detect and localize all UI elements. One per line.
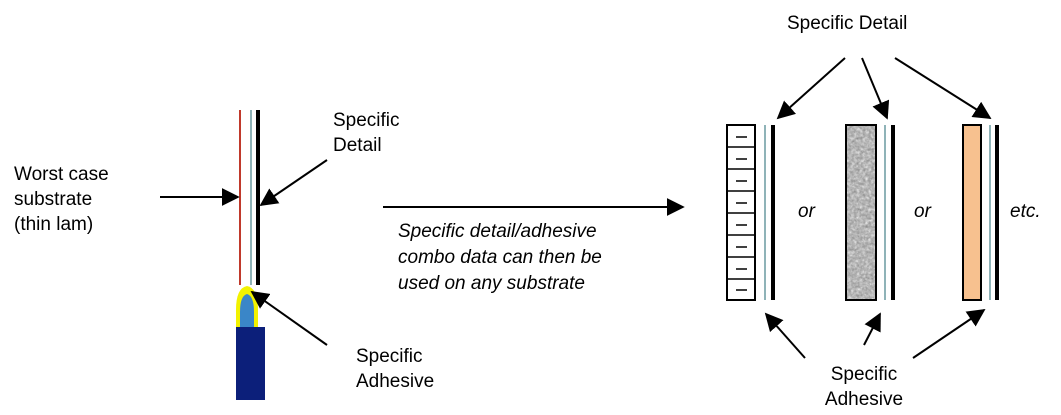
adhesive-arrow-1 [764,312,806,359]
adhesive-arrow-3 [912,308,986,359]
torch-body [236,327,265,400]
detail-arrow-2 [861,57,890,120]
detail-arrow-1 [776,57,846,120]
flame-inner [240,294,254,330]
detail-arrow-left [259,159,328,207]
adhesive-arrow-2 [863,312,881,346]
detail-arrow-3 [894,57,992,119]
specific-detail-label-left: Specific Detail [333,110,400,156]
or-separator-2: or [914,201,931,222]
specific-detail-label-right: Specific Detail [787,13,908,34]
combo-caption: Specific detail/adhesive combo data can … [398,221,602,294]
etc-separator: etc. [1010,201,1041,222]
orange-panel [962,124,982,301]
torch [236,286,265,400]
substrate-orange [962,124,999,301]
specific-adhesive-label-left: Specific Adhesive [356,346,435,392]
textured-outline [845,124,877,301]
worst-case-label: Worst case substrate (thin lam) [14,164,109,235]
or-separator-1: or [798,201,815,222]
left-assembly [239,110,260,285]
substrate-stack [726,124,775,301]
adhesive-arrow-left [250,290,328,346]
specific-adhesive-label-right: Specific Adhesive [824,364,904,410]
substrate-textured [845,124,895,301]
